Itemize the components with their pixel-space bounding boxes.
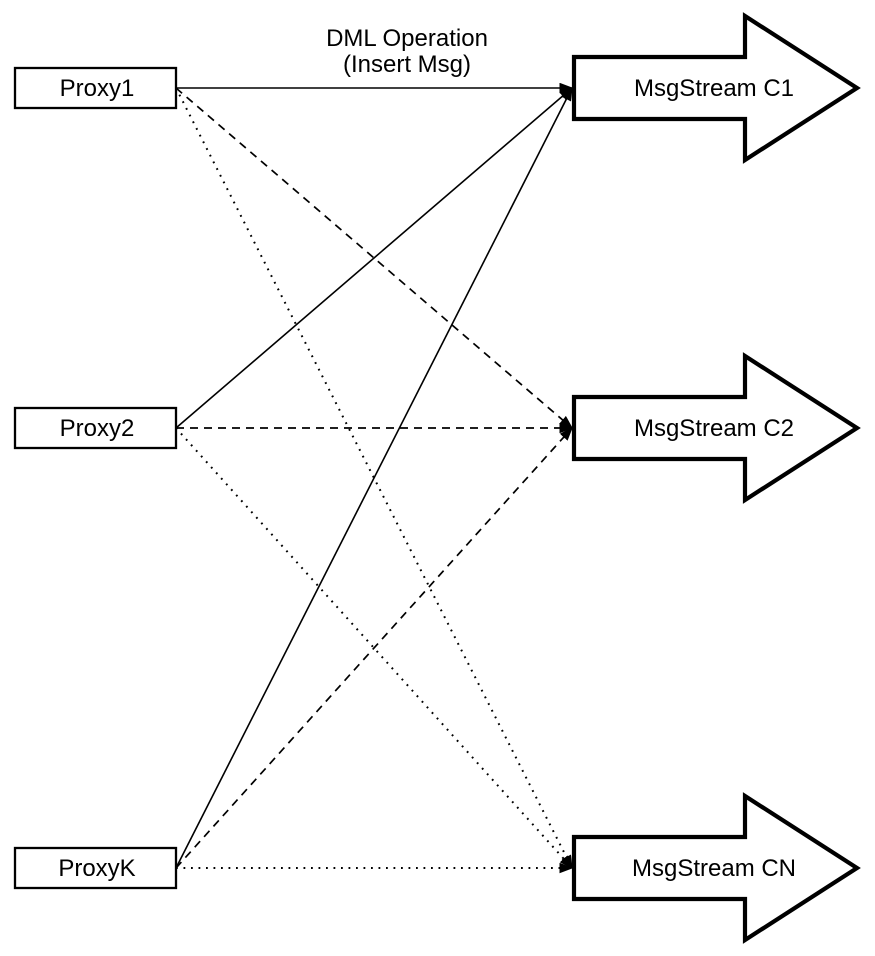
msgstream-c2-arrow [571, 352, 861, 504]
msgstream-cn-arrow [571, 792, 861, 944]
connection-proxyk-c1-solid [175, 88, 573, 869]
proxy-node-proxyk: ProxyK [13, 846, 178, 890]
proxy1-label: Proxy1 [60, 75, 135, 102]
msgstream-cn-label: MsgStream CN [632, 855, 796, 882]
proxy-node-proxy2: Proxy2 [13, 406, 178, 450]
proxy2-box [13, 406, 178, 450]
msgstream-c2-label: MsgStream C2 [634, 415, 794, 442]
connection-proxyk-c2-dashed [175, 428, 572, 869]
stream-node-c2: MsgStream C2 [571, 352, 861, 504]
connection-lines [175, 87, 573, 869]
connection-proxy1-c2-dashed [175, 87, 572, 428]
msgstream-c1-label: MsgStream C1 [634, 75, 794, 102]
diagram-title-line2: (Insert Msg) [343, 51, 471, 78]
connection-proxy2-cn-dotted [175, 427, 572, 868]
connection-proxy1-cn-dotted [175, 87, 573, 868]
msgstream-c1-arrow [571, 12, 861, 164]
connection-proxy2-c1-solid [175, 88, 572, 429]
diagram-title-line1: DML Operation [326, 25, 488, 52]
stream-node-c1: MsgStream C1 [571, 12, 861, 164]
proxyk-label: ProxyK [58, 855, 135, 882]
proxy1-box [13, 66, 178, 110]
proxyk-box [13, 846, 178, 890]
proxy2-label: Proxy2 [60, 415, 135, 442]
stream-node-cn: MsgStream CN [571, 792, 861, 944]
proxy-node-proxy1: Proxy1 [13, 66, 178, 110]
